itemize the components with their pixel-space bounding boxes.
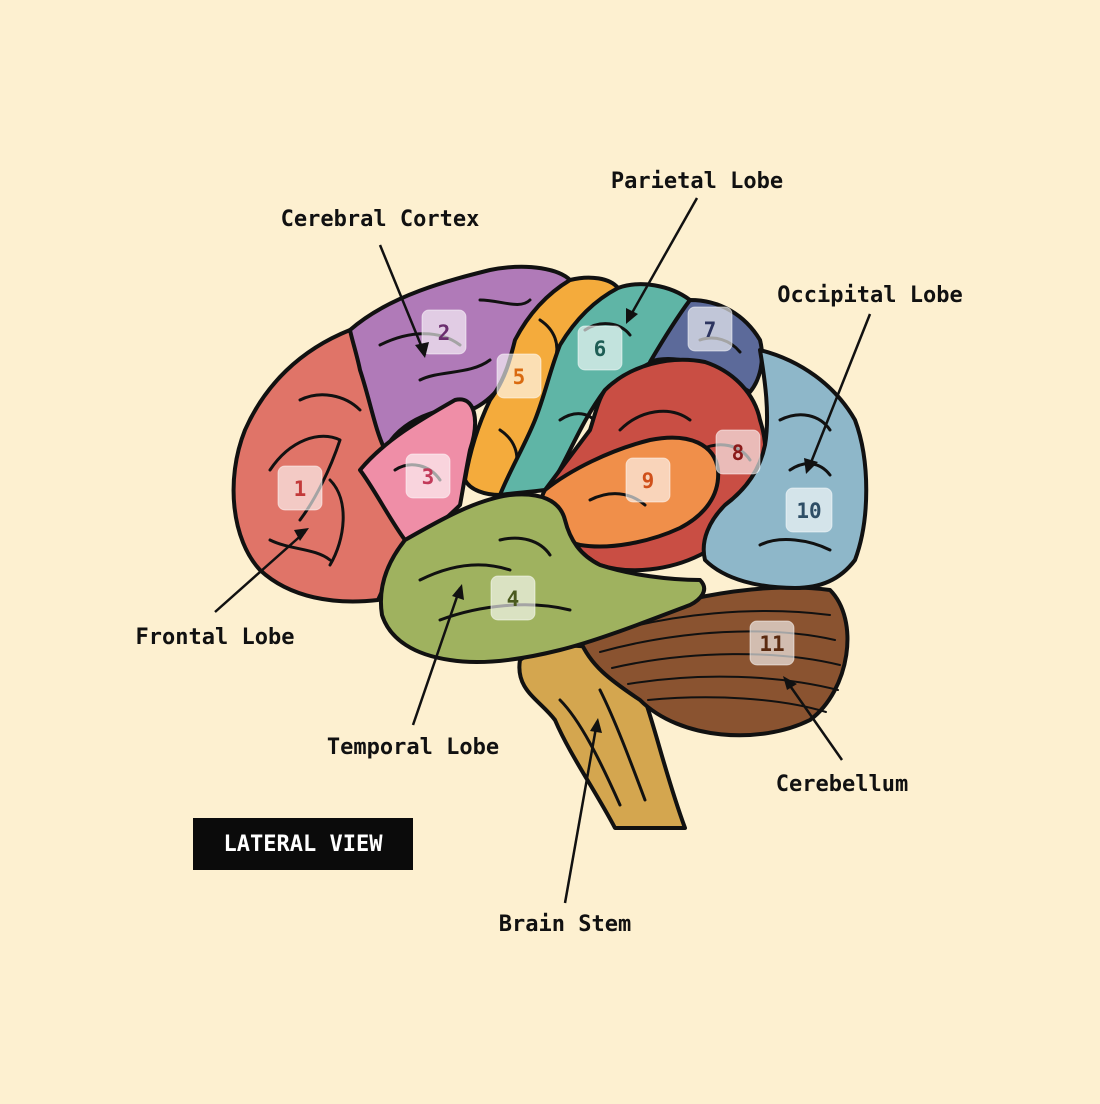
badge-8: 8 <box>715 429 761 475</box>
label-occipital-lobe: Occipital Lobe <box>777 283 962 308</box>
temporal-lobe-region <box>378 492 707 664</box>
svg-text:1: 1 <box>294 477 307 501</box>
label-cerebellum: Cerebellum <box>776 772 908 797</box>
svg-text:4: 4 <box>507 587 520 611</box>
svg-text:3: 3 <box>422 465 435 489</box>
badge-11: 11 <box>749 620 795 666</box>
label-frontal-lobe: Frontal Lobe <box>136 625 295 650</box>
leader-frontal-lobe <box>214 531 306 613</box>
svg-text:6: 6 <box>594 337 607 361</box>
leader-temporal-lobe <box>411 587 462 726</box>
svg-text:2: 2 <box>438 321 451 345</box>
leader-parietal-lobe <box>626 197 699 321</box>
leader-brain-stem <box>563 721 599 904</box>
svg-text:7: 7 <box>704 318 717 342</box>
badge-9: 9 <box>625 457 671 503</box>
badge-5: 5 <box>496 353 542 399</box>
badge-4: 4 <box>490 575 536 621</box>
badge-2: 2 <box>421 309 467 355</box>
leader-occipital-lobe <box>806 313 872 471</box>
leader-cerebellum <box>784 679 844 761</box>
svg-text:11: 11 <box>759 632 784 656</box>
svg-text:9: 9 <box>642 469 655 493</box>
svg-text:LATERAL VIEW: LATERAL VIEW <box>224 832 384 857</box>
badge-7: 7 <box>687 306 733 352</box>
svg-text:10: 10 <box>796 499 821 523</box>
badge-1: 1 <box>277 465 323 511</box>
label-temporal-lobe: Temporal Lobe <box>327 735 499 760</box>
badge-10: 10 <box>785 487 833 533</box>
label-cerebral-cortex: Cerebral Cortex <box>281 207 480 232</box>
badge-3: 3 <box>405 453 451 499</box>
badge-6: 6 <box>577 325 623 371</box>
label-parietal-lobe: Parietal Lobe <box>611 169 783 194</box>
label-brain-stem: Brain Stem <box>499 912 631 937</box>
svg-text:8: 8 <box>732 441 745 465</box>
leader-cerebral-cortex <box>378 244 427 356</box>
view-label: LATERAL VIEW <box>193 818 413 870</box>
svg-text:5: 5 <box>513 365 526 389</box>
